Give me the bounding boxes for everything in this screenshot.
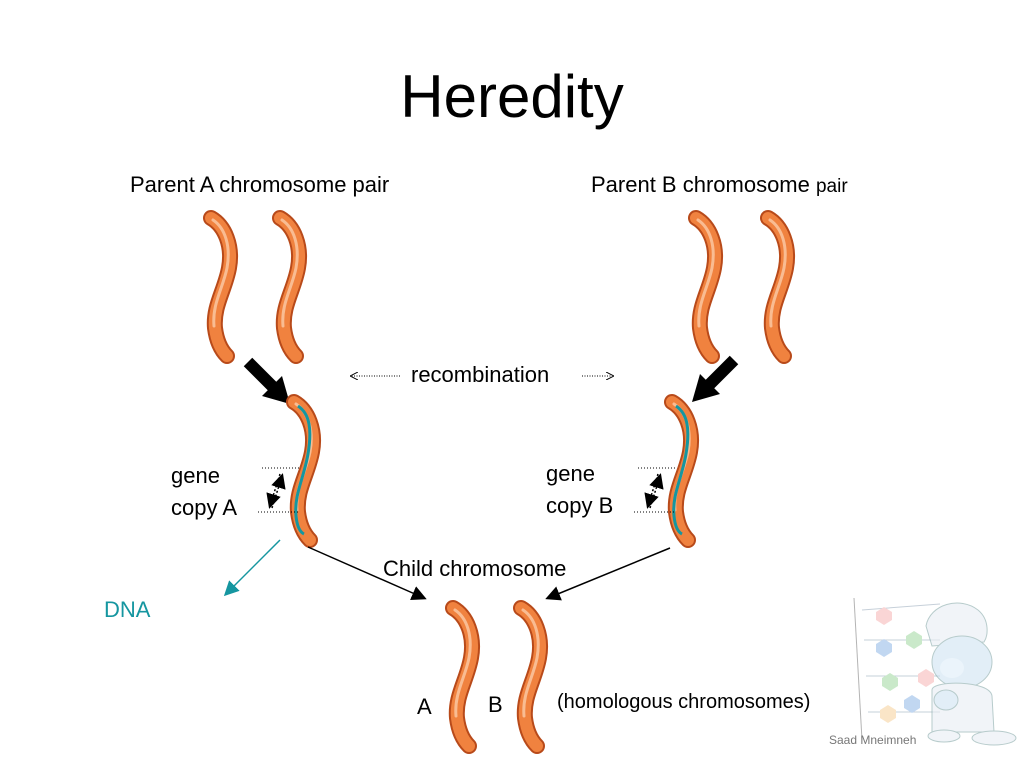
gene-copy-a-line-2: copy A xyxy=(171,495,238,520)
parent-a-chromosome-1 xyxy=(211,218,230,356)
gene-copy-b-line-1: gene xyxy=(546,461,595,486)
recombination-label: recombination xyxy=(411,362,550,387)
child-chromosome-b xyxy=(521,608,540,746)
parent-b-label-main: Parent B chromosome xyxy=(591,172,816,197)
gene-copy-a-label: gene copy A xyxy=(171,460,237,524)
parent-b-chromosome-2 xyxy=(768,218,787,356)
gene-copy-b-bracket xyxy=(634,467,676,513)
author-credit: Saad Mneimneh xyxy=(829,733,917,747)
parent-b-down-arrow xyxy=(692,355,739,402)
gene-copy-a-line-1: gene xyxy=(171,463,220,488)
gene-copy-b-label: gene copy B xyxy=(546,458,613,522)
smurf-illustration xyxy=(925,602,1017,746)
parent-b-chromosome-1 xyxy=(696,218,715,356)
parent-a-label: Parent A chromosome pair xyxy=(130,172,390,197)
slide-title: Heredity xyxy=(400,63,624,130)
child-chromosome-a xyxy=(453,608,472,746)
gene-copy-a-bracket xyxy=(258,467,300,513)
parent-a-chromosome-2 xyxy=(280,218,299,356)
dna-pointer-arrow xyxy=(223,539,281,597)
to-child-arrow-a xyxy=(307,546,427,601)
dna-ladder-icon xyxy=(853,597,941,741)
recombined-chromosome-b xyxy=(672,402,691,540)
homologous-label: (homologous chromosomes) xyxy=(557,691,811,713)
parent-a-down-arrow xyxy=(243,357,290,404)
recombined-chromosome-a xyxy=(294,402,313,540)
gene-copy-b-line-2: copy B xyxy=(546,493,614,518)
parent-b-label-small: pair xyxy=(815,176,848,197)
child-letter-a: A xyxy=(417,694,432,719)
child-letter-b: B xyxy=(488,692,503,717)
child-chromosome-label: Child chromosome xyxy=(383,556,567,581)
dna-label: DNA xyxy=(104,597,151,622)
to-child-arrow-b xyxy=(545,547,671,601)
parent-b-label: Parent B chromosome pair xyxy=(591,172,848,198)
